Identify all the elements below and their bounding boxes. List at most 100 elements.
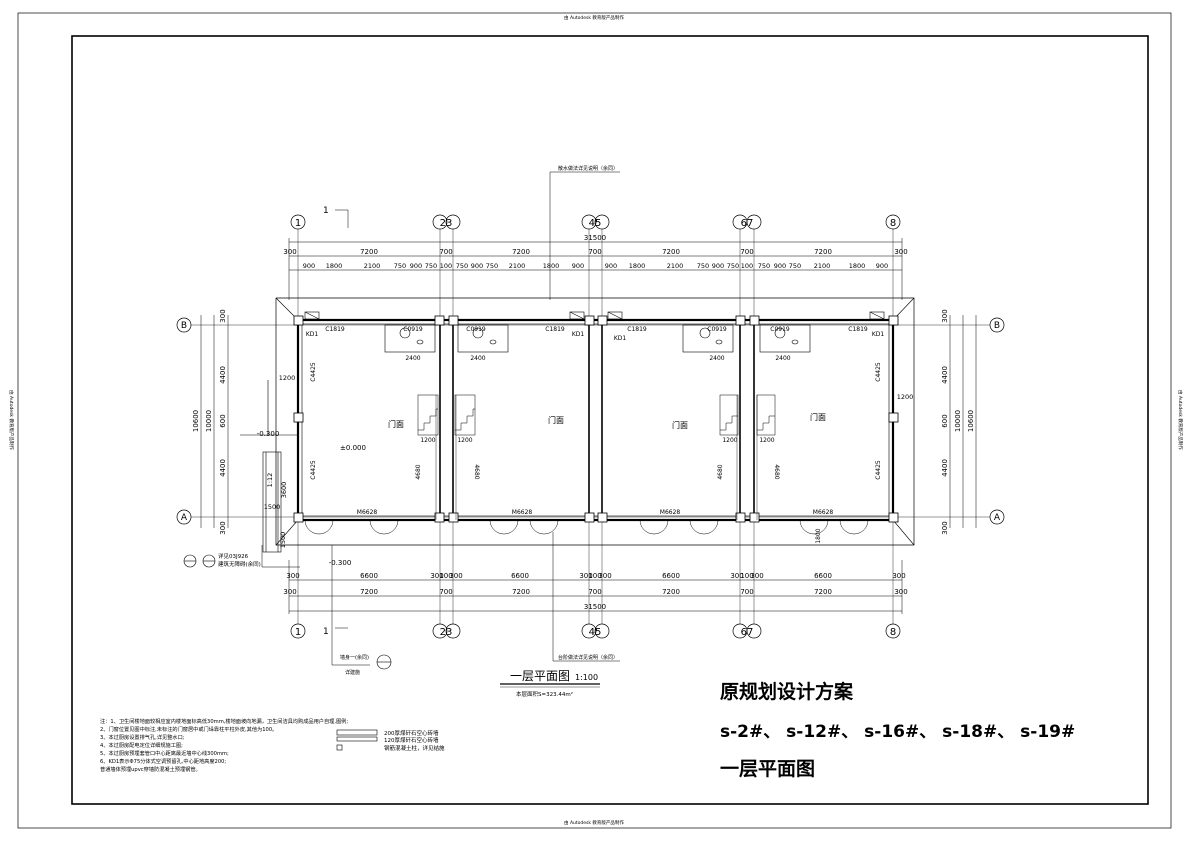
vdim-right-300b: 300 (941, 521, 949, 534)
dim-1200-left-top: 1200 (279, 374, 296, 382)
axis-label-top-67: 67 (741, 218, 754, 229)
ramp-width: 1500 (264, 503, 281, 511)
dim-1200-stair-3: 1200 (722, 437, 737, 444)
vdim-right-4400a: 4400 (941, 366, 949, 384)
kd-label-2: KD1 (572, 331, 585, 338)
dim-bottom-bay-4: 6600 (814, 572, 832, 580)
dim-bottom-mid-2: 300 (579, 572, 592, 580)
legend-symbols (336, 729, 378, 751)
structural-columns (293, 315, 899, 523)
window-small-3: C0919 (707, 326, 727, 333)
plan-scale: 1:100 (575, 673, 598, 682)
kd-label-3: KD1 (614, 335, 627, 342)
callout-detail: 墙身一(余同) (340, 654, 369, 661)
axis-label-top-1: 1 (295, 218, 301, 229)
subdim-22: 900 (774, 262, 786, 270)
subdim-7: 100 (440, 262, 452, 270)
subdim-23: 750 (789, 262, 801, 270)
title-block-line3: 一层平面图 (720, 758, 815, 780)
dim-edge-right: 300 (894, 248, 907, 256)
axis-label-bottom-23: 23 (440, 627, 453, 638)
kd-label-1: KD1 (306, 331, 319, 338)
subdim-3: 2100 (364, 262, 381, 270)
dimension-lines-left (200, 315, 229, 528)
axis-label-top-45: 45 (589, 218, 602, 229)
dim-overall-top: 31500 (584, 234, 606, 242)
title-block-line2: s-2#、 s-12#、 s-16#、 s-18#、 s-19# (720, 722, 1075, 742)
dimension-lines-top (288, 238, 903, 300)
title-block-line1: 原规划设计方案 (720, 680, 854, 703)
dim-edge-left: 300 (283, 248, 296, 256)
plan-title: 一层平面图 (510, 669, 570, 683)
axis-label-right-a: A (994, 513, 1001, 523)
subdim-13: 900 (572, 262, 584, 270)
subdim-16: 2100 (667, 262, 684, 270)
dim-1800-bottom: 1800 (815, 528, 822, 543)
detail-text-b: 建筑无障碍(余同) (218, 560, 261, 568)
dim-2400-1: 2400 (405, 355, 420, 362)
subdim-25: 1800 (849, 262, 866, 270)
watermark-left: 由 Autodesk 教育版产品制作 (8, 390, 15, 450)
dim-4680-2: 4680 (473, 464, 480, 479)
dim-bottom-edge-l: 300 (286, 572, 299, 580)
dim-bottom-mid-2b: 100 (588, 572, 601, 580)
level-main: ±0.000 (340, 444, 366, 452)
subdim-1: 900 (303, 262, 315, 270)
dim-bay-7: 7200 (814, 248, 832, 256)
dim-bottom2-edge-r: 300 (894, 588, 907, 596)
dim-bay-3: 7200 (512, 248, 530, 256)
door-label-2: M6628 (512, 509, 533, 516)
note-line-4: 4、本过厨房配电定位详细规施工图; (100, 741, 183, 749)
axis-label-bottom-8: 8 (890, 627, 896, 638)
dim-2400-3: 2400 (709, 355, 724, 362)
detail-index (183, 554, 392, 670)
plan-area: 本层面积S=323.44m² (516, 690, 573, 698)
side-window-3: C4425 (875, 362, 882, 382)
subdim-20: 100 (741, 262, 753, 270)
sheet-outer-border (17, 12, 1172, 829)
vdim-left-outer: 10600 (192, 410, 200, 432)
note-line-1: 注：1、卫生间楼地面较相应室内楼地面标高低30mm,楼地面坡向地漏，卫生间洁具均… (100, 717, 348, 725)
callout-detail2: 详建施 (345, 669, 360, 676)
note-line-6: 6、KD1表示Φ75分体式空调预留孔,中心距地高度200; (100, 757, 226, 765)
subdim-26: 900 (876, 262, 888, 270)
vdim-left-300a: 300 (219, 309, 227, 322)
callout-top: 散水做法详见说明（余同） (558, 165, 618, 172)
accessible-ramp (240, 380, 298, 553)
section-mark-bottom: 1 (323, 627, 329, 637)
subdim-14: 900 (605, 262, 617, 270)
note-line-7: 普通墙体预埋upvc穿墙防混凝土预埋钢管。 (100, 765, 201, 773)
dim-bay-1: 7200 (360, 248, 378, 256)
subdim-18: 900 (712, 262, 724, 270)
dim-1200-stair-1: 1200 (420, 437, 435, 444)
room-label-shop-2: 门面 (548, 415, 564, 425)
room-label-shop-3: 门面 (672, 420, 688, 430)
subdim-24: 2100 (814, 262, 831, 270)
bathrooms (384, 324, 811, 353)
vdim-left-600: 600 (219, 414, 227, 427)
callout-bottom: 台阶做法详见说明（余同） (558, 654, 618, 661)
subdim-2: 1800 (326, 262, 343, 270)
side-window-1: C4425 (310, 362, 317, 382)
subdim-11: 2100 (509, 262, 526, 270)
shop-doors (304, 519, 869, 535)
window-label-3: C1819 (627, 326, 647, 333)
dimension-lines-right (949, 315, 977, 528)
subdim-6: 750 (425, 262, 437, 270)
note-line-5: 5、本过厨房预埋套管口中心距离最近墙中心线300mm; (100, 749, 229, 757)
legend-item-3: 钢筋混凝土柱，详见结施 (384, 744, 445, 752)
axis-label-left-b: B (181, 321, 187, 331)
subdim-12: 1800 (543, 262, 560, 270)
dim-bay-2: 700 (439, 248, 452, 256)
legend-item-2: 120厚煤矸石空心砖墙 (384, 736, 439, 744)
vdim-left-4400a: 4400 (219, 366, 227, 384)
dim-4680-4: 4680 (773, 464, 780, 479)
dim-bottom2-mid-2: 700 (588, 588, 601, 596)
vdim-right-outer: 10600 (967, 410, 975, 432)
watermark-right: 由 Autodesk 教育版产品制作 (1177, 390, 1184, 450)
dim-1200-right-top: 1200 (897, 393, 914, 401)
dim-1500-left: 1500 (279, 532, 287, 549)
ac-openings (304, 311, 885, 320)
vdim-left-inner: 10000 (205, 410, 213, 432)
